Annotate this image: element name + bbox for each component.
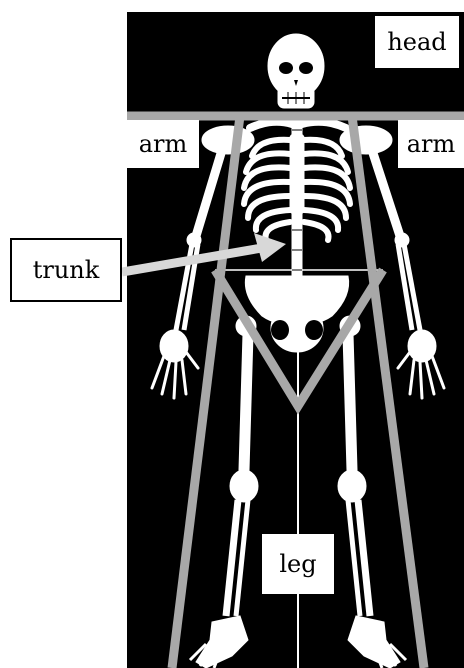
label-arm-left: arm	[127, 120, 199, 168]
label-leg: leg	[262, 534, 334, 594]
sternum	[290, 134, 304, 214]
label-head: head	[375, 16, 459, 68]
label-arm-right: arm	[398, 120, 464, 168]
label-trunk: trunk	[10, 238, 122, 302]
